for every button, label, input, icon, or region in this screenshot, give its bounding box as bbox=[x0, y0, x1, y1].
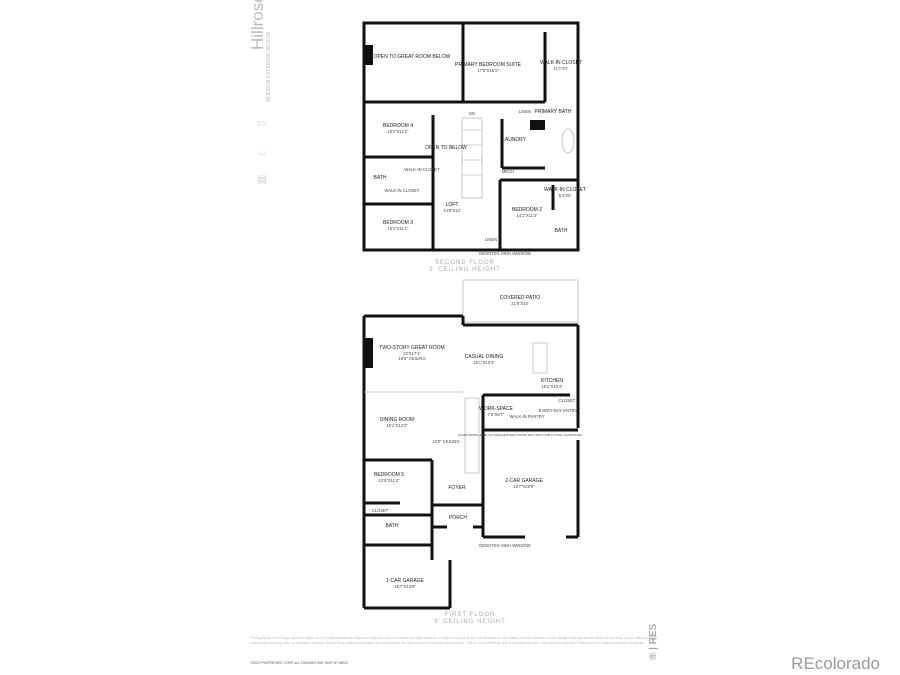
floor-title: SECOND FLOOR bbox=[435, 260, 495, 266]
room-dimension: 7'3"X6'7" bbox=[488, 412, 505, 417]
room-dimension: 21'8"X10' bbox=[511, 301, 529, 306]
room-label: OPEN TO GREAT ROOM BELOW bbox=[374, 54, 451, 60]
room-dimension: 15'2"X11'1" bbox=[387, 129, 409, 134]
room-dimension: 14'8"X12' bbox=[443, 208, 461, 213]
res-badge: ® | RES bbox=[648, 623, 659, 660]
copyright: ©2023 PROPRIETARY CORP. ALL CHANGES MAY … bbox=[250, 661, 348, 665]
room-note: 19'0" CEILING bbox=[398, 356, 425, 361]
room-label: WORK-SPACE bbox=[479, 406, 513, 412]
room-label: WALK-IN CLOSET bbox=[404, 167, 440, 172]
room-label: FOYER bbox=[448, 485, 466, 491]
room-label: BATH bbox=[386, 523, 399, 529]
room-dimension: 18'7"X13'9" bbox=[394, 584, 416, 589]
room-dimension: 5'4"X5' bbox=[559, 193, 572, 198]
room-label: LOFT bbox=[446, 202, 459, 208]
room-label: BEDROOM 3 bbox=[383, 220, 413, 226]
room-dimension: 22'X17'1" bbox=[403, 351, 421, 356]
room-label: COVERED PATIO bbox=[500, 295, 540, 301]
bath-icon: ◡ bbox=[257, 146, 267, 157]
room-label: OPEN TO BELOW bbox=[425, 145, 467, 151]
room-label: 1-CAR GARAGE bbox=[386, 578, 424, 584]
room-label: WALK IN CLOSET bbox=[385, 188, 420, 193]
room-label: DINING ROOM bbox=[380, 417, 414, 423]
room-note: 10'0" CEILING bbox=[432, 439, 459, 444]
steps-note: STEPS FROM HOME TO GARAGE/PORCH PATIO MA… bbox=[458, 433, 582, 437]
floor-ceiling: 9' CEILING HEIGHT bbox=[434, 619, 506, 625]
room-dimension: 14'1"X11'3" bbox=[516, 213, 538, 218]
room-label: CLOSET bbox=[372, 508, 389, 513]
brand-watermark: REcolorado bbox=[791, 654, 880, 673]
room-dimension: 15'1"X11'1" bbox=[387, 226, 409, 231]
first-floor-walls bbox=[362, 279, 580, 610]
room-label: EVERY-DAY ENTRY bbox=[539, 408, 578, 413]
high-window-note: DENOTES HIGH WINDOW bbox=[479, 251, 530, 256]
bed-icon: ▭ bbox=[257, 118, 267, 129]
room-label: PRIMARY BEDROOM SUITE bbox=[455, 62, 522, 68]
stair-label: DN bbox=[469, 111, 475, 116]
legend-icons: ▭ ◡ ▤ bbox=[255, 110, 269, 194]
first-floor-labels: COVERED PATIO 21'8"X10' TWO-STORY GREAT … bbox=[372, 295, 582, 625]
room-dimension: 15'1"X12'4" bbox=[386, 423, 408, 428]
room-label: WALK-IN PANTRY bbox=[509, 414, 544, 419]
room-label: KITCHEN bbox=[541, 378, 563, 384]
floor-title: FIRST FLOOR bbox=[445, 612, 496, 618]
room-label: LAUNDRY bbox=[502, 137, 526, 143]
room-label: CLOSET bbox=[559, 398, 576, 403]
room-dimension: 17'5"X15'1" bbox=[477, 68, 499, 73]
high-window-note: DENOTES HIGH WINDOW bbox=[479, 543, 530, 548]
disclaimer: Photographs, renderings, and floor plans… bbox=[250, 636, 658, 645]
garage-icon: ▤ bbox=[257, 174, 267, 185]
room-label: CASUAL DINING bbox=[465, 354, 504, 360]
room-label: PORCH bbox=[449, 515, 467, 521]
room-label: LINEN bbox=[485, 237, 497, 242]
second-floor-labels: OPEN TO GREAT ROOM BELOW PRIMARY BEDROOM… bbox=[374, 54, 587, 273]
room-dimension: 23'7"X20'9" bbox=[513, 484, 535, 489]
second-floor-walls bbox=[362, 21, 580, 252]
room-label: LINEN bbox=[519, 109, 531, 114]
room-dimension: 15'1"X10'4" bbox=[473, 360, 495, 365]
room-label: PRIMARY BATH bbox=[535, 109, 572, 115]
room-label: TWO-STORY GREAT ROOM bbox=[379, 345, 444, 351]
room-label: WALK-IN CLOSET bbox=[544, 187, 586, 193]
room-label: BEDROOM 5 bbox=[374, 472, 404, 478]
floor-ceiling: 9' CEILING HEIGHT bbox=[429, 267, 501, 273]
room-dimension: 11'1"X7' bbox=[554, 66, 569, 71]
room-dimension: 12'5"X11'2" bbox=[378, 478, 400, 483]
room-label: WALK-IN CLOSET bbox=[540, 60, 582, 66]
room-label: BEDROOM 2 bbox=[512, 207, 542, 213]
room-label: BATH bbox=[374, 175, 387, 181]
room-label: 2-CAR GARAGE bbox=[505, 478, 543, 484]
room-label: MECH bbox=[502, 169, 514, 174]
room-dimension: 15'1"X10'4" bbox=[541, 384, 563, 389]
room-label: BATH bbox=[555, 228, 568, 234]
room-label: BEDROOM 4 bbox=[383, 123, 413, 129]
